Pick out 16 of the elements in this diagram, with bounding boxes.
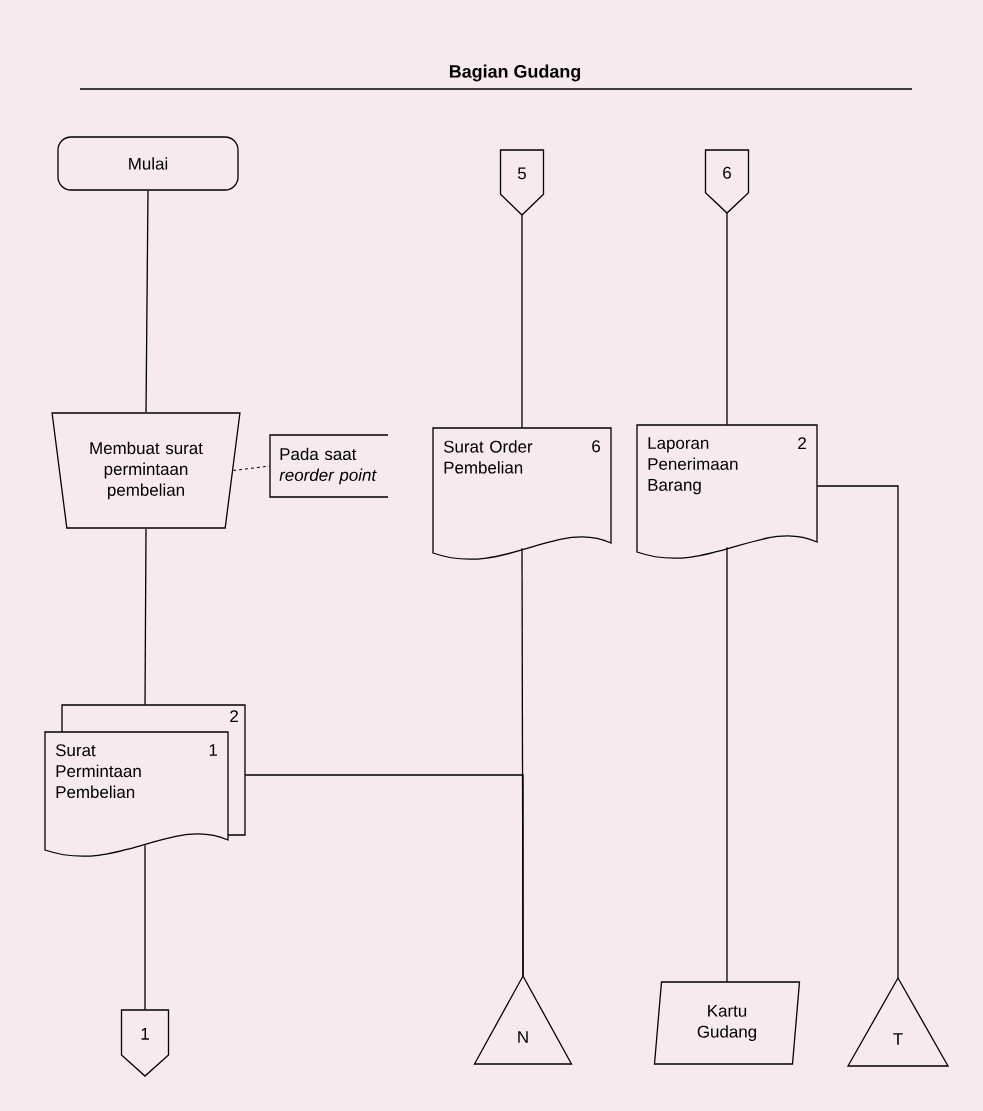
- off-page-connector: 6: [704, 149, 750, 214]
- connector-line: [726, 546, 728, 983]
- connector-line: [726, 212, 728, 426]
- connector-line: [144, 528, 147, 706]
- connector-line: [232, 465, 271, 471]
- connector-line: [816, 485, 899, 979]
- connector-line: [244, 774, 524, 977]
- manual-operation-box: Membuat surat permintaan pembelian: [51, 412, 241, 529]
- connector-line: [144, 844, 146, 1011]
- annotation-bracket: Pada saat reorder point: [269, 434, 389, 498]
- connector-line: [145, 190, 149, 413]
- off-page-connector: 1: [120, 1009, 170, 1077]
- lane-title: Bagian Gudang: [449, 64, 581, 82]
- terminal-box: Mulai: [57, 136, 239, 191]
- connector-line: [521, 214, 523, 429]
- off-page-connector: 5: [499, 149, 545, 216]
